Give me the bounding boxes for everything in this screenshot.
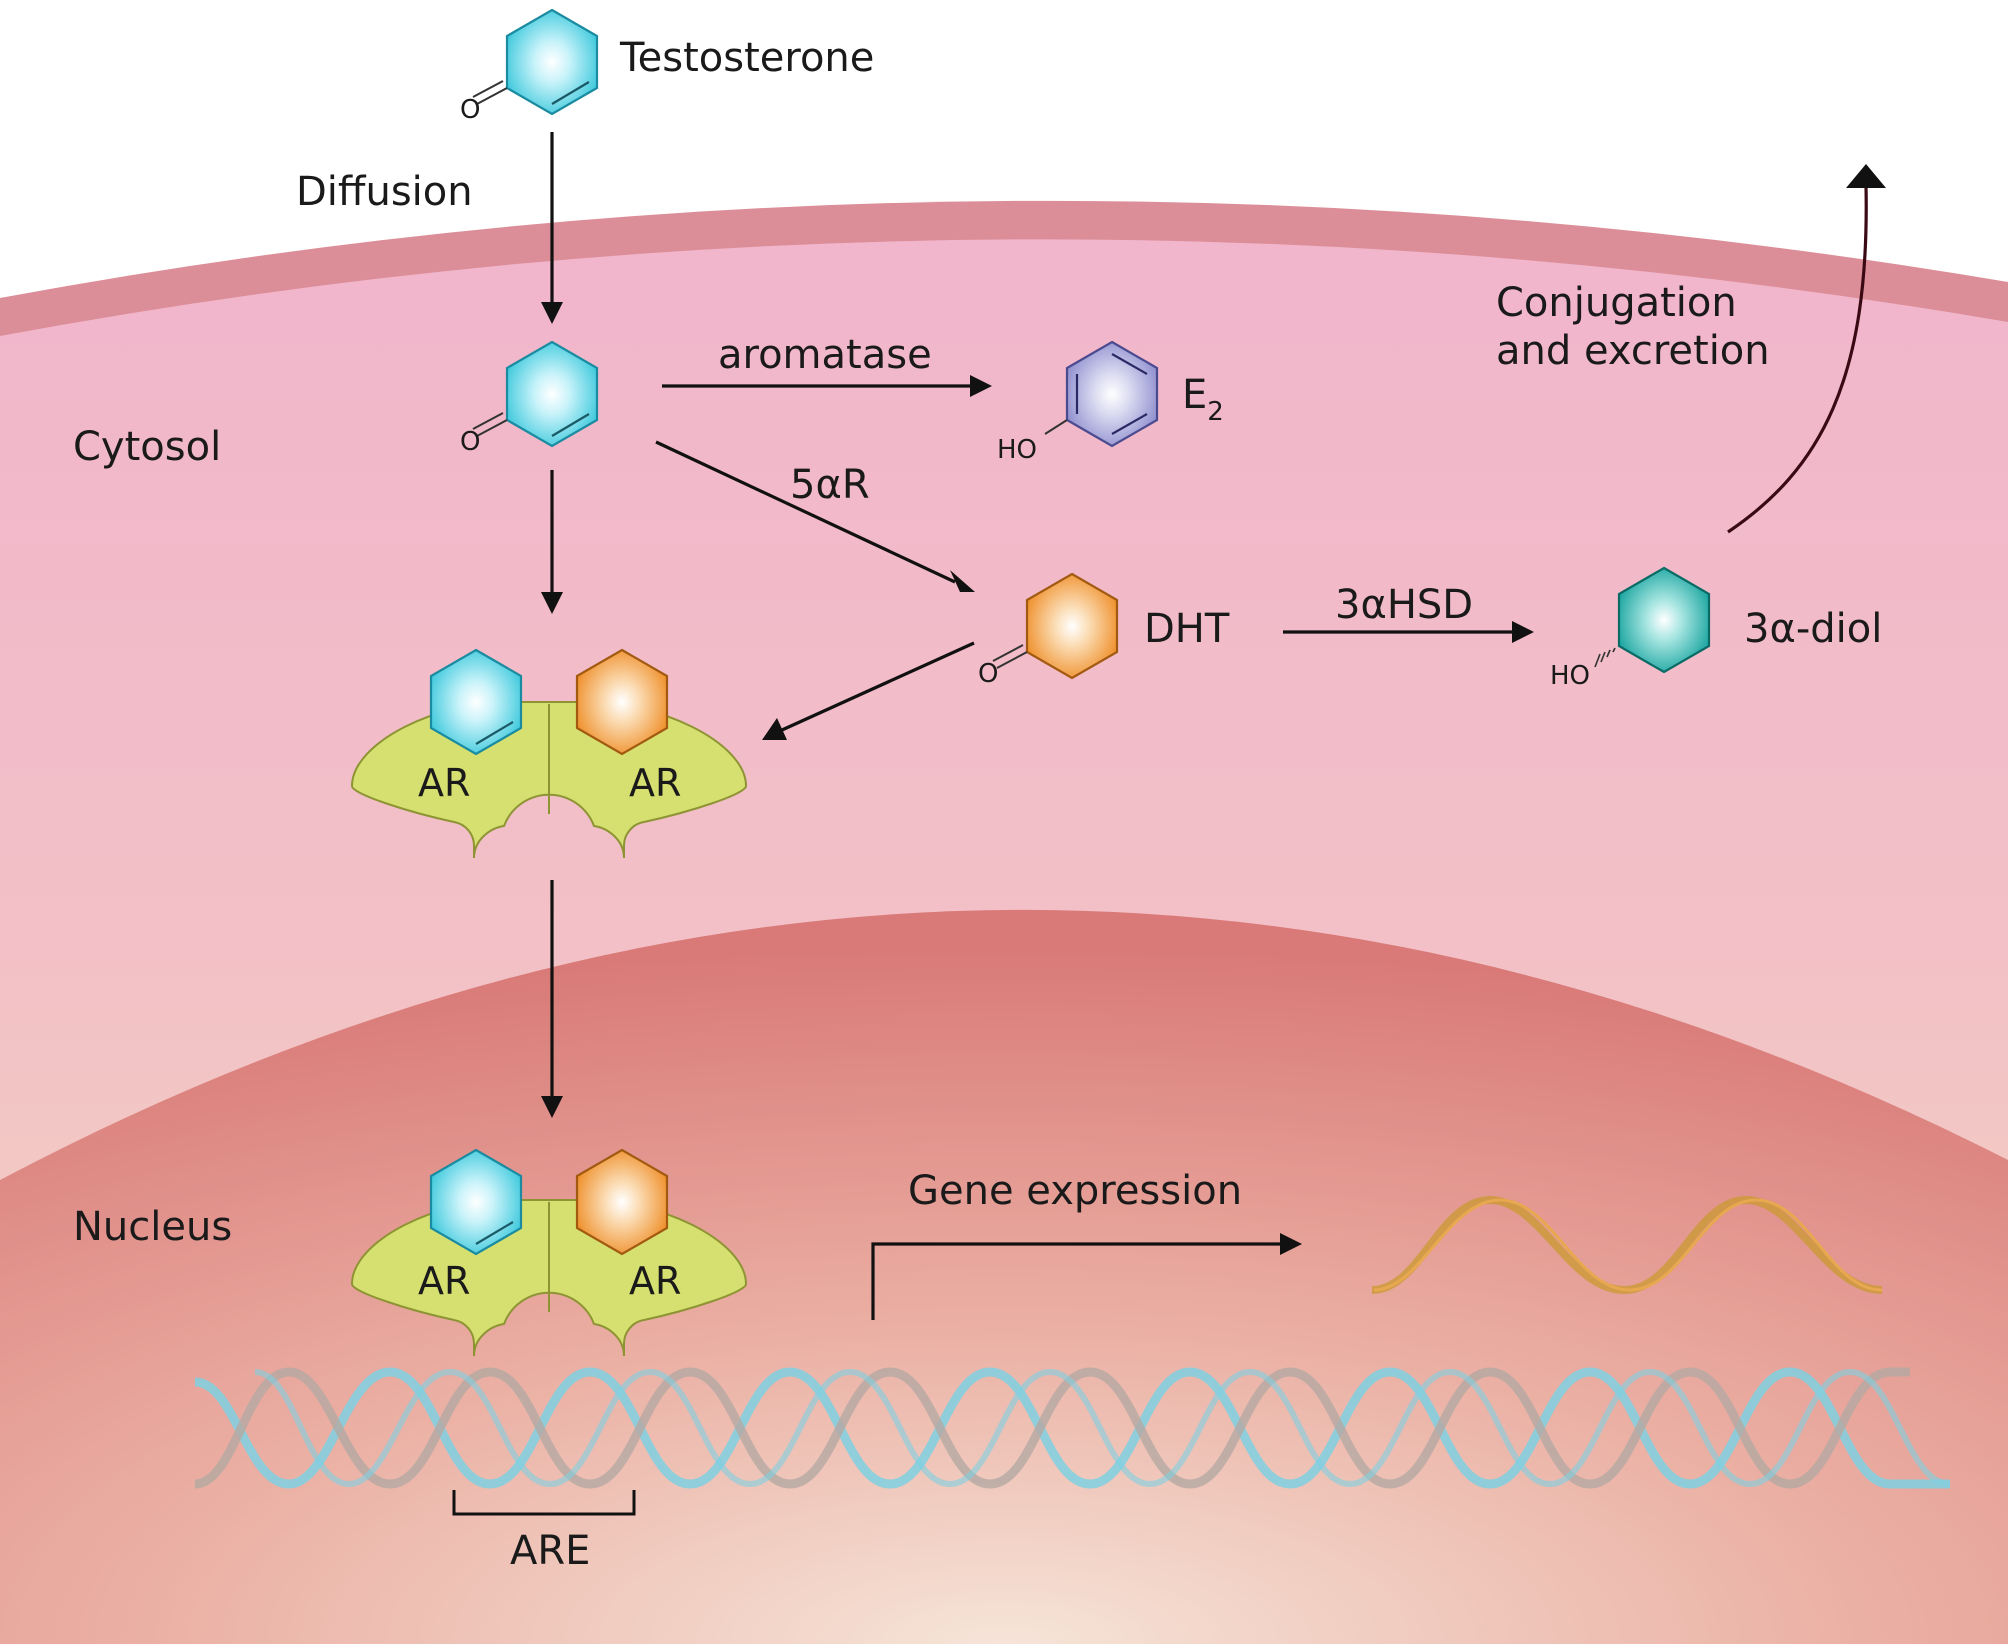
- oxo-label: O: [978, 659, 998, 689]
- three-alpha-hsd-label: 3αHSD: [1335, 582, 1473, 628]
- diffusion-label: Diffusion: [296, 169, 473, 215]
- dht-hexagon: [575, 1148, 669, 1256]
- testosterone-molecule-cytosol: O: [460, 340, 599, 457]
- dht-hexagon: [1025, 572, 1119, 680]
- are-bracket: [452, 1490, 636, 1516]
- dna-strand-b: [194, 1367, 1910, 1489]
- dht-hexagon: [575, 648, 669, 756]
- testosterone-label: Testosterone: [619, 35, 874, 81]
- three-alpha-diol-molecule: HO: [1550, 566, 1711, 691]
- excretion-arrow: [1727, 164, 1886, 534]
- ar-left-label: AR: [418, 761, 470, 805]
- aromatase-arrow: [662, 375, 992, 397]
- diol-hexagon: [1617, 566, 1711, 674]
- nucleus-label: Nucleus: [73, 1204, 232, 1250]
- e2-main: E: [1182, 372, 1207, 418]
- dht-to-receptor-arrow: [762, 641, 975, 740]
- androgen-receptor-dimer-cytosol: AR AR: [350, 648, 748, 859]
- nucleus-region: [0, 909, 2008, 1644]
- gene-expression-arrow: [871, 1233, 1302, 1320]
- three-alpha-hsd-arrow: [1283, 621, 1534, 643]
- cytosol-label: Cytosol: [73, 424, 221, 470]
- ar-right-label: AR: [629, 761, 681, 805]
- e2-label: E2: [1182, 372, 1224, 427]
- oxo-label: O: [460, 427, 480, 457]
- ar-right-label: AR: [629, 1259, 681, 1303]
- five-alpha-reductase-arrow: [655, 440, 975, 592]
- three-alpha-diol-label: 3α-diol: [1744, 606, 1882, 652]
- mrna-strand: [1371, 1195, 1883, 1295]
- conjugation-label-line2: and excretion: [1496, 328, 1770, 374]
- five-alpha-r-label: 5αR: [790, 462, 870, 508]
- are-label: ARE: [510, 1528, 590, 1574]
- e2-subscript: 2: [1207, 397, 1224, 427]
- gene-expression-label: Gene expression: [908, 1168, 1242, 1214]
- testosterone-hexagon: [429, 648, 523, 756]
- translocation-arrow: [541, 880, 563, 1118]
- ar-left-label: AR: [418, 1259, 470, 1303]
- testosterone-hexagon: [505, 340, 599, 448]
- hydroxyl-label: HO: [1550, 661, 1590, 691]
- conjugation-label-line1: Conjugation: [1496, 280, 1737, 326]
- androgen-receptor-dimer-nucleus: AR AR: [350, 1148, 748, 1357]
- testosterone-molecule-outside: O: [460, 8, 599, 125]
- estradiol-molecule: HO: [997, 340, 1159, 465]
- aromatase-label: aromatase: [718, 332, 932, 378]
- oxo-label: O: [460, 95, 480, 125]
- hydroxyl-label: HO: [997, 435, 1037, 465]
- testosterone-hexagon: [429, 1148, 523, 1256]
- dht-molecule: O: [978, 572, 1119, 689]
- testosterone-to-receptor-arrow: [541, 470, 563, 614]
- dht-label: DHT: [1144, 606, 1230, 652]
- diffusion-arrow: [541, 132, 563, 324]
- testosterone-hexagon: [505, 8, 599, 116]
- dna-double-helix: [194, 1367, 1951, 1489]
- dna-strand-a: [194, 1367, 1950, 1489]
